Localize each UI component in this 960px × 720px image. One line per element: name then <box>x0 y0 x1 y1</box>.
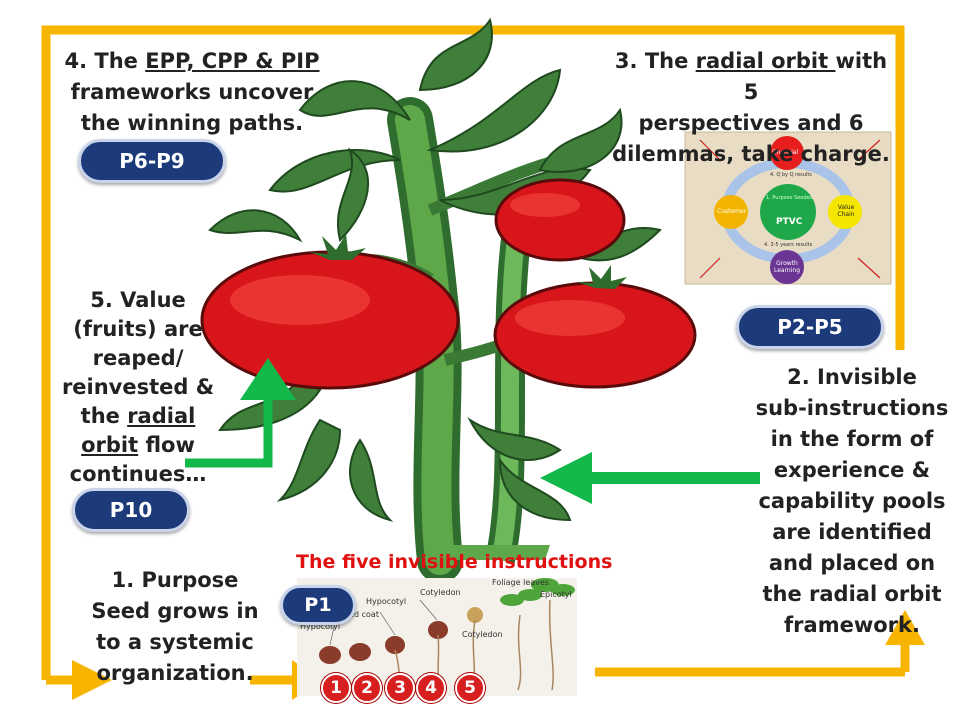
instruction-number-5: 5 <box>455 673 485 703</box>
orbit-label-center: PTVC <box>776 217 803 227</box>
step1-line2: Seed grows in <box>91 599 259 623</box>
step3-line1-pre: 3. The <box>614 49 696 73</box>
orbit-label-year-results: 4. 3-5 years results <box>764 242 813 248</box>
step2-line3: in the form of <box>770 427 934 451</box>
tomato-fruit-right <box>493 265 697 389</box>
step4-text: 4. The EPP, CPP & PIP frameworks uncover… <box>58 46 326 139</box>
step3-radial-orbit: radial orbit <box>695 49 836 73</box>
step5-line2: (fruits) are <box>73 317 203 341</box>
seed-label-hypocotyl: Hypocotyl <box>366 597 407 606</box>
green-arrowhead-up <box>240 358 296 400</box>
seed-label-cotyledon-2: Cotyledon <box>462 630 503 639</box>
badge-p2-p5: P2-P5 <box>736 305 884 349</box>
step3-text: 3. The radial orbit with 5 perspectives … <box>606 46 896 170</box>
seed-label-hypocotyl-2: Hypocotyl <box>300 622 341 631</box>
step3-line1-post: with 5 <box>743 49 888 104</box>
orbit-label-financial: Financial <box>772 149 799 156</box>
step1-text: 1. Purpose Seed grows in to a systemic o… <box>80 565 270 689</box>
step5-line5-pre: the <box>80 404 128 428</box>
step3-line3: dilemmas, take charge. <box>612 142 890 166</box>
step5-line7: continues… <box>69 462 207 486</box>
seed-label-cotyledon: Cotyledon <box>420 588 461 597</box>
step5-line3: reaped/ <box>92 346 184 370</box>
step4-line1-pre: 4. The <box>64 49 146 73</box>
step2-line9: framework. <box>784 613 920 637</box>
orbit-label-q-results: 4. Q by Q results <box>770 172 812 178</box>
tomato-fruit-left <box>200 234 460 390</box>
green-arrow-step5 <box>185 392 273 468</box>
instruction-number-3: 3 <box>385 673 415 703</box>
step1-line3: to a systemic <box>96 630 254 654</box>
step2-line6: are identified <box>772 520 932 544</box>
step3-line2: perspectives and 6 <box>638 111 864 135</box>
frame-arrowhead-3 <box>885 610 925 645</box>
step2-text: 2. Invisible sub-instructions in the for… <box>752 362 952 641</box>
green-arrowhead-left <box>540 452 592 504</box>
step2-line7: and placed on <box>768 551 936 575</box>
instruction-number-1: 1 <box>321 673 351 703</box>
step2-line5: capability pools <box>758 489 946 513</box>
step4-frameworks-link: EPP, CPP & PIP <box>145 49 320 73</box>
step2-line2: sub-instructions <box>755 396 949 420</box>
orbit-label-value-chain: Value Chain <box>837 204 855 218</box>
step5-line4: reinvested & <box>61 375 215 399</box>
step4-line3: the winning paths. <box>80 111 304 135</box>
step2-line8: the radial orbit <box>762 582 942 606</box>
instruction-number-2: 2 <box>352 673 382 703</box>
five-instructions-title: The five invisible instructions <box>296 551 613 573</box>
step1-line1: 1. Purpose <box>111 568 239 592</box>
badge-p10: P10 <box>72 488 190 532</box>
step4-line2: frameworks uncover <box>70 80 314 104</box>
seed-label-foliage: Foliage leaves <box>492 578 549 587</box>
seed-label-epicotyl: Epicotyl <box>540 590 572 599</box>
instruction-number-4: 4 <box>416 673 446 703</box>
step5-line6-post: flow <box>138 433 195 457</box>
orbit-label-growth: Growth Learning <box>773 260 801 274</box>
yellow-flow-frame <box>41 25 910 680</box>
orbit-label-customer: Customer <box>717 208 747 215</box>
frame-arrowhead-1 <box>72 660 112 700</box>
badge-p6-p9: P6-P9 <box>78 139 226 183</box>
step5-line1: 5. Value <box>90 288 186 312</box>
badge-p1: P1 <box>280 585 356 625</box>
step5-radial: radial <box>127 404 196 428</box>
step2-line4: experience & <box>773 458 931 482</box>
step2-line1: 2. Invisible <box>787 365 917 389</box>
orbit-label-purpose: 1. Purpose Seeded <box>766 195 813 201</box>
seed-label-seed-coat: seed coat <box>340 610 379 619</box>
step5-orbit: orbit <box>81 433 139 457</box>
radial-orbit-image <box>684 131 892 285</box>
tomato-fruit-top-right <box>494 178 626 262</box>
tomato-plant <box>200 17 697 583</box>
step1-line4: organization. <box>96 661 254 685</box>
step5-text: 5. Value (fruits) are reaped/ reinvested… <box>52 286 224 489</box>
